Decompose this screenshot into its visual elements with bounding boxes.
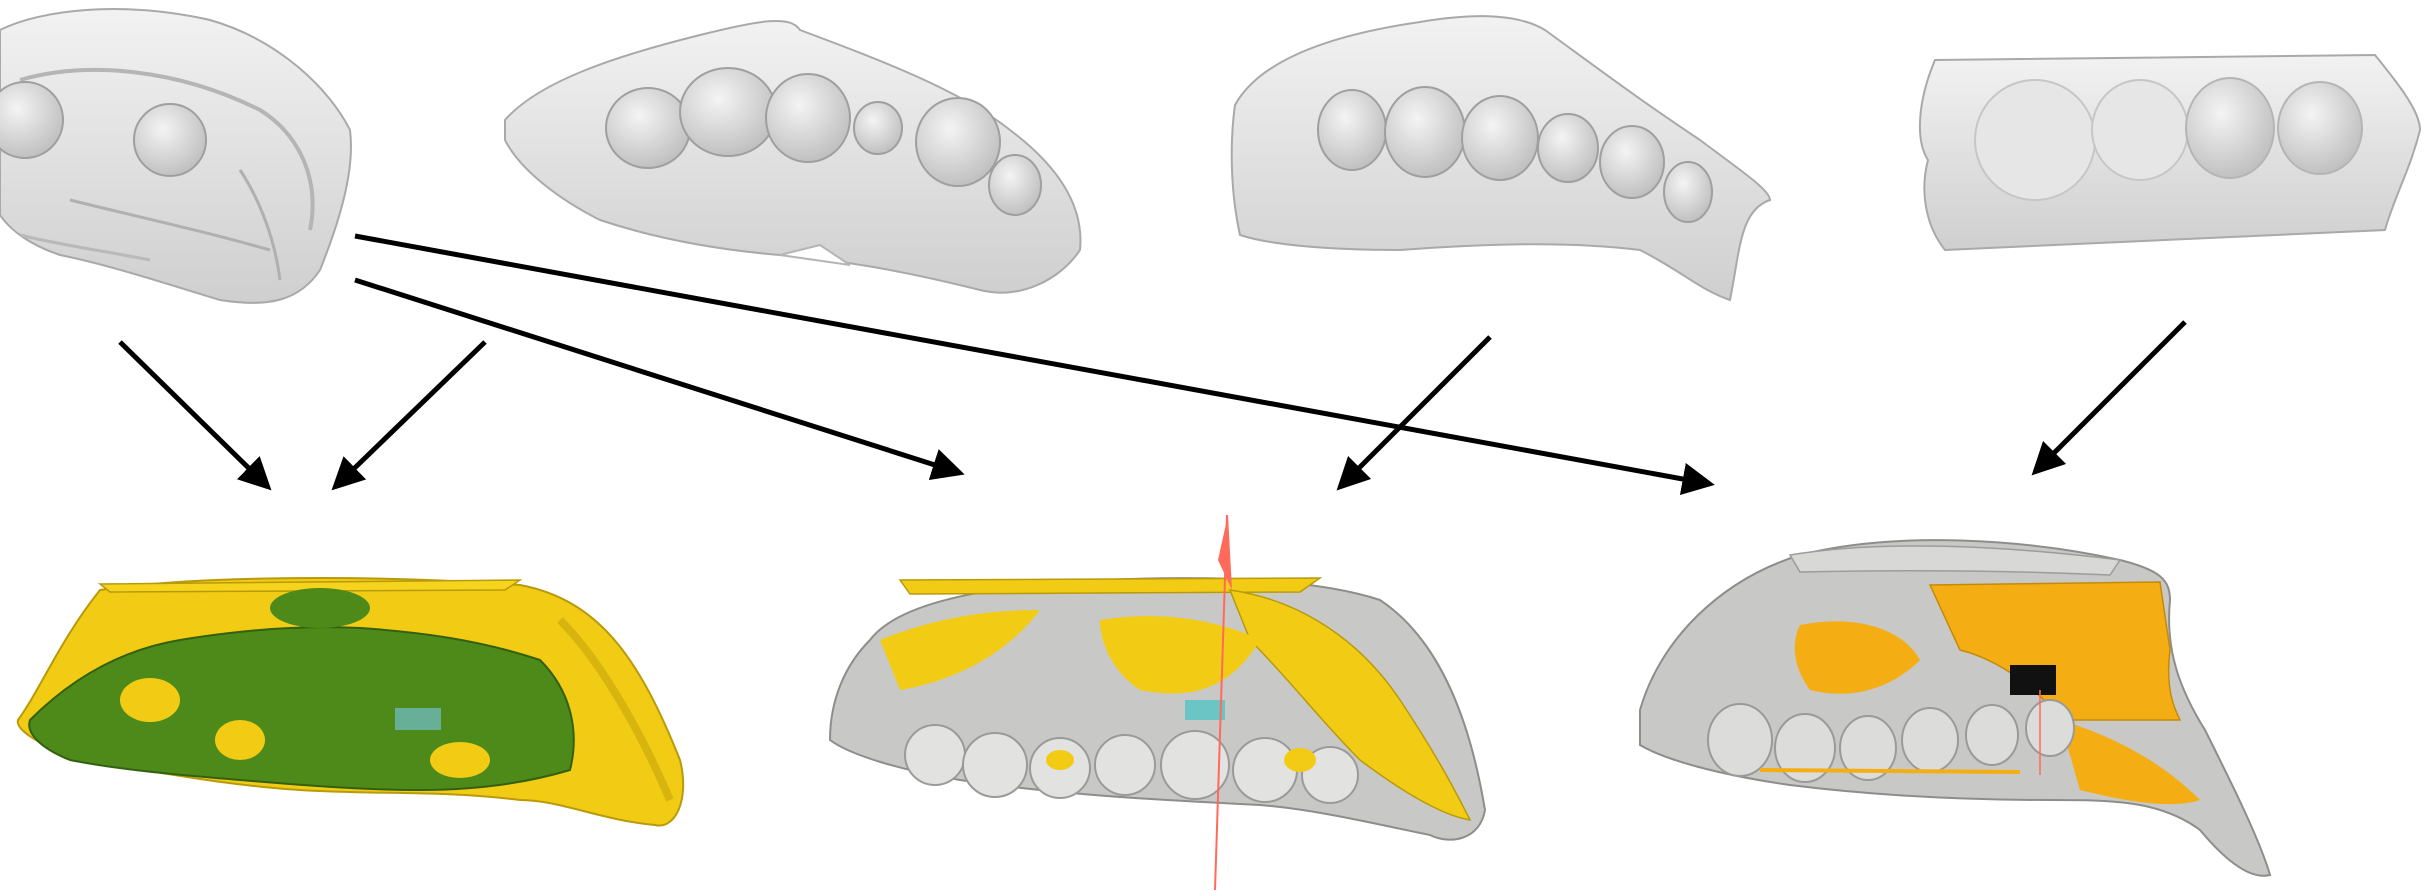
arrow-scan3-to-result-middle bbox=[1340, 337, 1490, 487]
source-scan-1 bbox=[0, 9, 351, 303]
merged-result-middle bbox=[830, 515, 1485, 890]
merged-result-right bbox=[1640, 540, 2270, 876]
source-scan-2 bbox=[505, 21, 1080, 293]
connection-arrows bbox=[120, 236, 2185, 487]
missing-region bbox=[2010, 665, 2056, 695]
source-scan-3 bbox=[1232, 16, 1770, 300]
arrow-scan4-to-result-right bbox=[2035, 322, 2185, 472]
arrow-scan2-to-result-left bbox=[335, 342, 485, 487]
merged-result-left bbox=[18, 578, 683, 826]
arrow-scan1-to-result-left bbox=[120, 342, 268, 487]
source-scan-4 bbox=[1920, 55, 2420, 250]
